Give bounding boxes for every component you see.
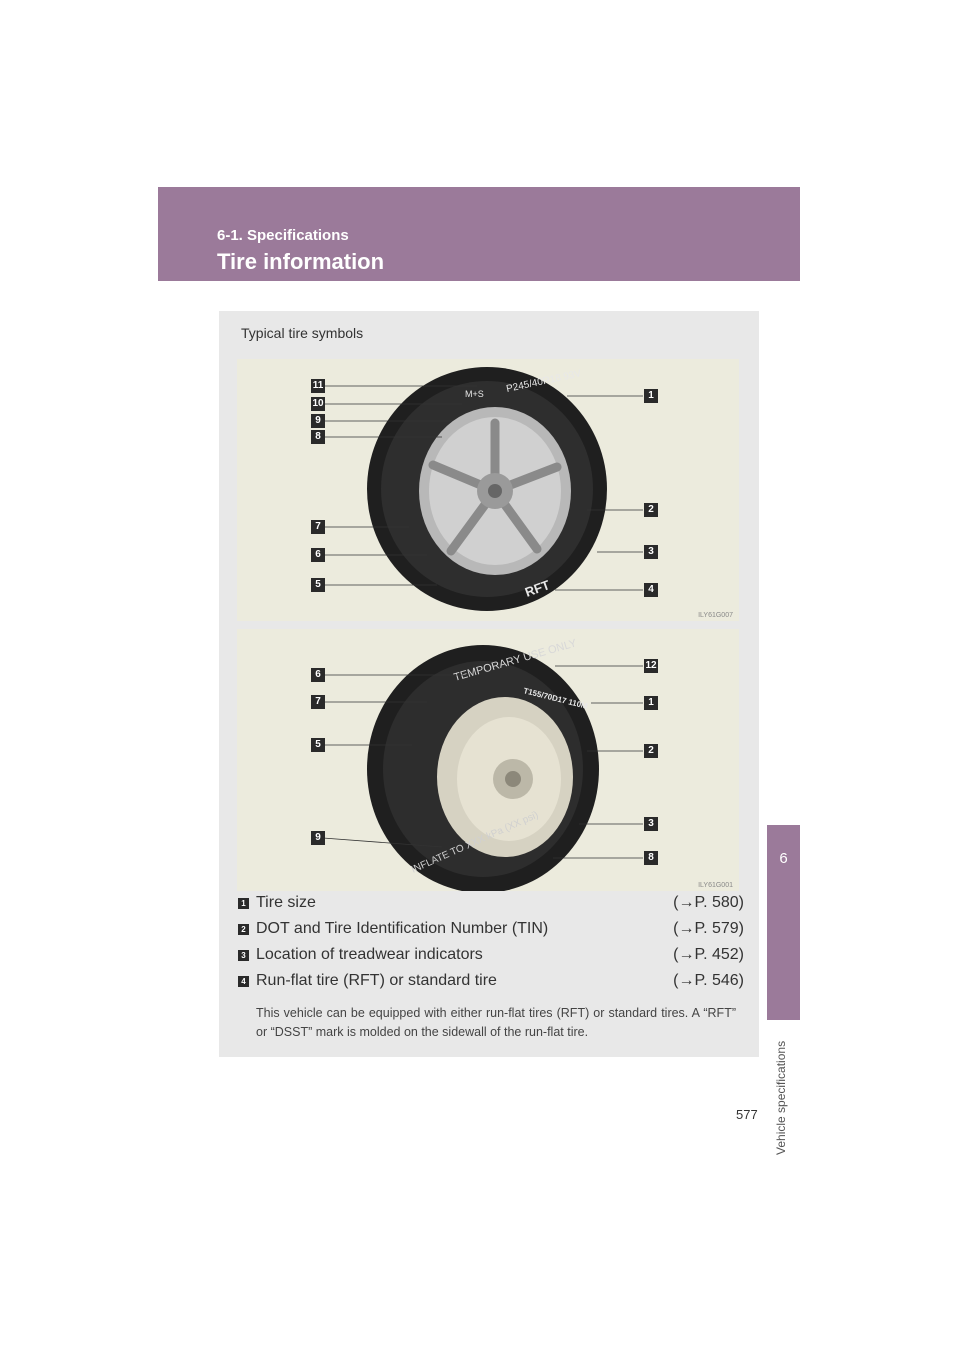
callout-8: 8	[311, 430, 325, 444]
callout-6: 6	[311, 548, 325, 562]
tire-illustration-standard: P245/40R18 93V M+S RFT	[323, 367, 643, 611]
section-header: 6-1. Specifications Tire information	[158, 187, 800, 281]
figure-code: ILY61G001	[698, 882, 733, 889]
page-number: 577	[736, 1107, 758, 1122]
item-text: DOT and Tire Identification Number (TIN)	[256, 920, 549, 937]
tire-figure-standard: P245/40R18 93V M+S RFT 11 10 9 8 7 6 5	[237, 359, 739, 621]
chapter-number: 6	[779, 850, 788, 867]
page-reference-link[interactable]: (→P. 452)	[673, 946, 744, 963]
callout-10: 10	[311, 397, 325, 411]
tire-symbols-panel: Typical tire symbols P245/40R18 93V M+S …	[219, 311, 759, 1057]
item-number-badge: 2	[238, 924, 249, 935]
callout-1: 1	[644, 696, 658, 710]
list-item: 2 DOT and Tire Identification Number (TI…	[238, 920, 744, 946]
panel-caption: Typical tire symbols	[241, 325, 364, 341]
list-item: 1 Tire size (→P. 580)	[238, 894, 744, 920]
callout-7: 7	[311, 695, 325, 709]
item-text: Tire size	[256, 894, 316, 911]
callout-7: 7	[311, 520, 325, 534]
section-label: 6-1. Specifications	[217, 227, 349, 244]
figure-code: ILY61G007	[698, 612, 733, 619]
callout-5: 5	[311, 578, 325, 592]
callout-12: 12	[644, 659, 658, 673]
callout-3: 3	[644, 545, 658, 559]
item-number-badge: 3	[238, 950, 249, 961]
tire-symbol-list: 1 Tire size (→P. 580) 2 DOT and Tire Ide…	[238, 894, 744, 1039]
list-item: 4 Run-flat tire (RFT) or standard tire (…	[238, 972, 744, 998]
callout-8: 8	[644, 851, 658, 865]
page-reference-link[interactable]: (→P. 579)	[673, 920, 744, 937]
page-reference-link[interactable]: (→P. 580)	[673, 894, 744, 911]
tire-illustration-spare: TEMPORARY USE ONLY T155/70D17 110M INFLA…	[322, 637, 643, 891]
page-title: Tire information	[217, 249, 385, 274]
ms-marking: M+S	[465, 389, 484, 399]
callout-4: 4	[644, 583, 658, 597]
callout-5: 5	[311, 738, 325, 752]
callout-1: 1	[644, 389, 658, 403]
item-text: Run-flat tire (RFT) or standard tire	[256, 972, 497, 989]
item-text: Location of treadwear indicators	[256, 946, 483, 963]
item-number-badge: 4	[238, 976, 249, 987]
item-number-badge: 1	[238, 898, 249, 909]
callout-9: 9	[311, 831, 325, 845]
callout-3: 3	[644, 817, 658, 831]
chapter-label: Vehicle specifications	[774, 1040, 788, 1155]
callout-11: 11	[311, 379, 325, 393]
list-item: 3 Location of treadwear indicators (→P. …	[238, 946, 744, 972]
page-reference-link[interactable]: (→P. 546)	[673, 972, 744, 989]
callout-9: 9	[311, 414, 325, 428]
rft-note: This vehicle can be equipped with either…	[256, 1006, 736, 1039]
tire-figure-spare: TEMPORARY USE ONLY T155/70D17 110M INFLA…	[237, 629, 739, 891]
chapter-tab[interactable]: 6	[767, 825, 800, 1020]
callout-2: 2	[644, 744, 658, 758]
callout-6: 6	[311, 668, 325, 682]
callout-2: 2	[644, 503, 658, 517]
